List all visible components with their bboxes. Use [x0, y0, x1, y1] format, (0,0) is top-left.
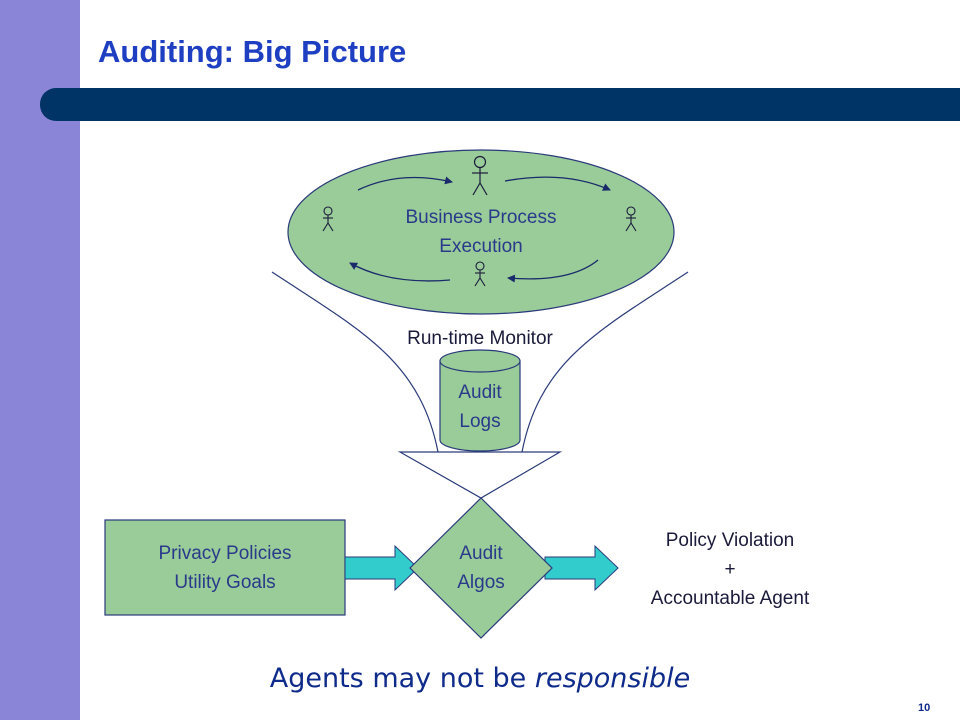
policies-label-line1: Privacy Policies	[158, 543, 292, 564]
algos-label: Audit Algos	[431, 539, 531, 597]
audit-logs-cylinder	[439, 349, 521, 452]
audit-algos-diamond	[409, 497, 553, 639]
title-underline-bar	[40, 88, 960, 121]
policies-box	[104, 519, 346, 616]
logs-label: Audit Logs	[430, 378, 530, 436]
agent-icon	[625, 206, 637, 232]
title-underline-tab	[80, 118, 90, 121]
process-arrow-top-left	[357, 176, 453, 191]
agent-icon	[474, 261, 486, 287]
funnel-left-curve	[271, 271, 439, 453]
monitor-label: Run-time Monitor	[407, 328, 553, 349]
agent-icon	[322, 206, 334, 232]
funnel-neck	[397, 451, 563, 499]
algos-label-line1: Audit	[459, 543, 503, 564]
logs-label-line1: Audit	[458, 382, 502, 403]
process-arrow-top-right	[504, 176, 611, 191]
process-label-line1: Business Process	[405, 207, 557, 228]
process-arrow-bottom-left	[349, 262, 451, 282]
agent-icon	[472, 155, 488, 196]
logs-label-line2: Logs	[459, 411, 501, 432]
process-label-line2: Execution	[439, 236, 523, 257]
page-number: 10	[918, 702, 931, 714]
footnote-emphasis: responsible	[534, 663, 691, 694]
footnote-prefix: Agents may not be	[269, 663, 535, 694]
output-label: Policy Violation + Accountable Agent	[600, 526, 860, 613]
output-arrow	[544, 544, 619, 592]
algos-label-line2: Algos	[457, 572, 505, 593]
business-process-ellipse	[287, 149, 675, 315]
input-arrow	[344, 544, 419, 592]
output-label-line1: Policy Violation	[665, 530, 795, 551]
output-label-line3: Accountable Agent	[650, 588, 810, 609]
policies-label-line2: Utility Goals	[174, 572, 276, 593]
policies-label: Privacy Policies Utility Goals	[105, 539, 345, 597]
footnote: Agents may not be responsible	[0, 663, 960, 694]
process-arrow-bottom-right	[507, 259, 599, 283]
funnel-right-curve	[521, 271, 689, 453]
slide-title: Auditing: Big Picture	[98, 34, 407, 69]
process-label: Business Process Execution	[331, 203, 631, 261]
output-label-line2: +	[724, 559, 736, 580]
